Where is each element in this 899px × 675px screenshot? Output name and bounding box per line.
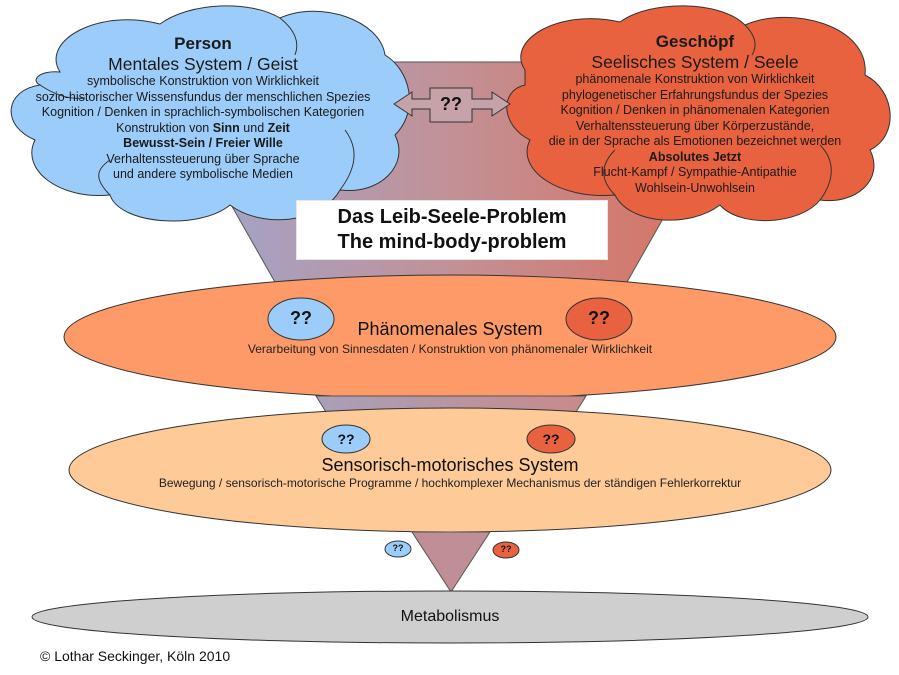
bold-text: Absolutes Jetzt	[648, 149, 742, 164]
funnel-segment-bottom	[411, 531, 491, 593]
text-fragment: und	[239, 120, 268, 135]
soul-line: Flucht-Kampf / Sympathie-Antipathie	[593, 165, 797, 179]
title-box: Das Leib-Seele-Problem The mind-body-pro…	[296, 200, 608, 260]
mind-line: Kognition / Denken in sprachlich-symboli…	[41, 105, 365, 119]
soul-line: phylogenetischer Erfahrungsfundus der Sp…	[561, 87, 829, 102]
sensorimotor-title: Sensorisch-motorisches System	[321, 455, 579, 475]
soul-cloud-text: Geschöpf Seelisches System / Seele phäno…	[510, 32, 880, 196]
metabolism-ellipse	[31, 590, 869, 644]
mind-title: Mentales System / Geist	[108, 54, 298, 74]
connector-label: ??	[440, 94, 462, 114]
title-german: Das Leib-Seele-Problem	[337, 206, 567, 228]
soul-category: Geschöpf	[655, 32, 735, 51]
soul-cloud-shape	[506, 5, 891, 221]
phenomenal-mind-marker: ??	[290, 308, 312, 328]
mind-line-sinn-zeit: Konstruktion von Sinn und Zeit	[18, 121, 388, 137]
soul-line: die in der Sprache als Emotionen bezeich…	[548, 134, 842, 148]
phenomenal-soul-marker-shape	[565, 297, 633, 341]
double-arrow-connector	[393, 87, 511, 123]
sensorimotor-mind-marker-shape	[321, 424, 371, 454]
soul-bold-line: Absolutes Jetzt	[510, 150, 880, 166]
bottom-soul-marker: ??	[500, 544, 512, 554]
bold-zeit: Zeit	[267, 120, 290, 135]
mind-line: Verhaltenssteuerung über Sprache	[106, 151, 300, 166]
mind-line: und andere symbolische Medien	[113, 167, 293, 181]
text-fragment: Konstruktion von	[116, 120, 213, 135]
bottom-soul-marker-shape	[492, 541, 520, 559]
metabolism-title: Metabolismus	[400, 608, 500, 625]
soul-line: phänomenale Konstruktion von Wirklichkei…	[575, 72, 815, 86]
soul-line: Kognition / Denken in phänomenalen Kateg…	[560, 103, 830, 117]
sensorimotor-mind-marker: ??	[337, 431, 355, 447]
phenomenal-mind-marker-shape	[267, 297, 335, 341]
mind-line: sozio-historischer Wissensfundus der men…	[35, 89, 371, 104]
mind-cloud-text: Person Mentales System / Geist symbolisc…	[18, 34, 388, 183]
bold-text: Bewusst-Sein / Freier Wille	[123, 136, 283, 150]
soul-line: Wohlsein-Unwohlsein	[635, 180, 755, 195]
bottom-mind-marker-shape	[384, 540, 412, 558]
mind-cloud-shape	[10, 5, 410, 222]
soul-title: Seelisches System / Seele	[591, 52, 799, 72]
bottom-mind-marker: ??	[392, 543, 404, 553]
soul-line: Verhaltenssteuerung über Körperzustände,	[575, 118, 815, 133]
mind-bold-line: Bewusst-Sein / Freier Wille	[18, 136, 388, 152]
title-english: The mind-body-problem	[337, 231, 567, 253]
bold-sinn: Sinn	[212, 120, 240, 135]
mind-category: Person	[174, 34, 232, 53]
mind-line: symbolische Konstruktion von Wirklichkei…	[86, 74, 320, 88]
sensorimotor-subtitle: Bewegung / sensorisch-motorische Program…	[158, 476, 742, 490]
phenomenal-soul-marker: ??	[588, 308, 610, 328]
sensorimotor-soul-marker-shape	[526, 424, 576, 454]
phenomenal-title: Phänomenales System	[357, 319, 543, 339]
copyright-notice: © Lothar Seckinger, Köln 2010	[40, 648, 231, 664]
sensorimotor-soul-marker: ??	[542, 431, 560, 447]
phenomenal-subtitle: Verarbeitung von Sinnesdaten / Konstrukt…	[247, 342, 653, 356]
